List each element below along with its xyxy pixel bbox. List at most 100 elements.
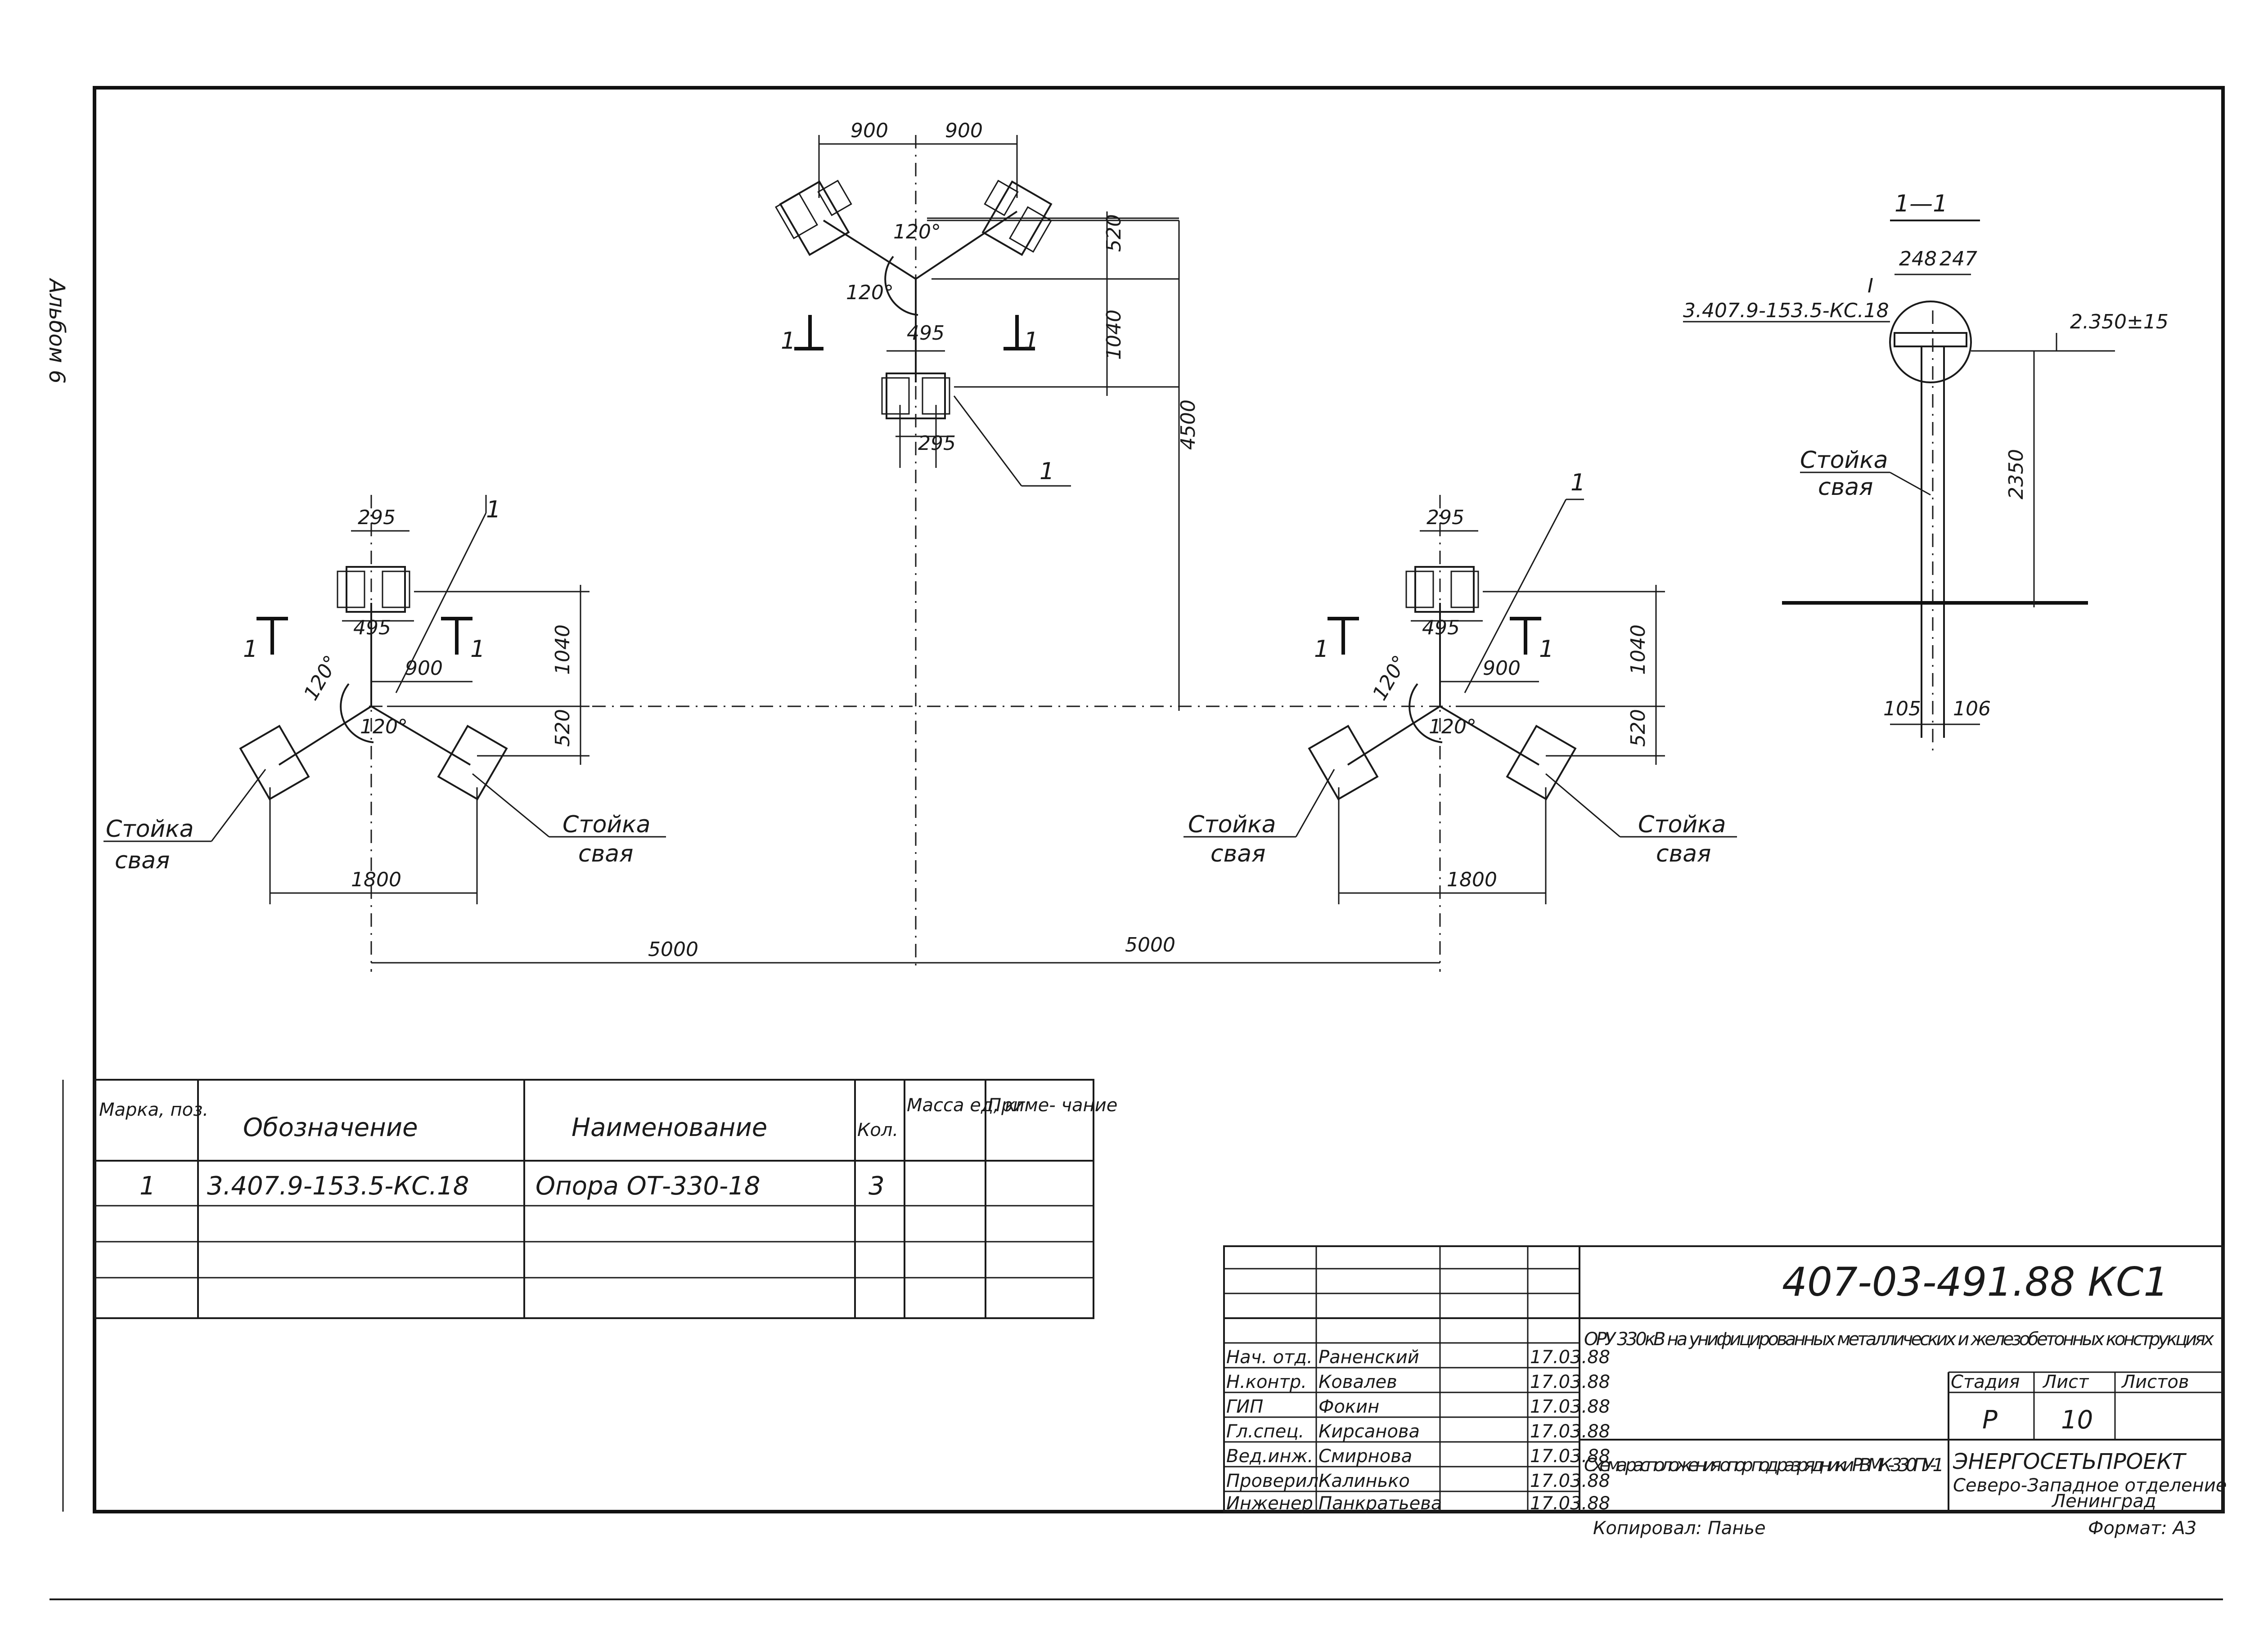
staff-name-1: Раненский	[1318, 1347, 1419, 1368]
dim-900-left: 900	[405, 657, 443, 680]
dim-247: 247	[1940, 247, 1977, 270]
staff-role-6: Проверил	[1226, 1471, 1318, 1491]
spec-header-name: Наименование	[572, 1113, 767, 1142]
insulator-top-right	[981, 180, 1053, 256]
staff-role-5: Вед.инж.	[1226, 1446, 1313, 1467]
dim-295-right: 295	[1426, 506, 1464, 529]
dim-2350: 2350	[2005, 449, 2028, 499]
section-mark-right-r: 1	[1539, 636, 1554, 663]
insulator-top-bottom	[881, 373, 950, 419]
section-mark-left-r: 1	[470, 636, 485, 663]
staff-role-3: ГИП	[1226, 1396, 1263, 1417]
dim-105: 105	[1883, 697, 1921, 720]
staff-name-7: Панкратьева	[1318, 1493, 1442, 1514]
insulator-left-top	[337, 566, 410, 613]
copied-by: Копировал: Панье	[1593, 1518, 1766, 1539]
title-block: 407-03-491.88 КС1 ОРУ 330кВ на унифициро…	[1223, 1245, 2227, 1514]
spec-header-note: Приме- чание	[988, 1095, 1117, 1116]
sheet-header: Лист	[2042, 1372, 2089, 1392]
staff-role-2: Н.контр.	[1226, 1372, 1307, 1392]
dim-5000-right: 5000	[1125, 934, 1175, 956]
project-name: ОРУ 330кВ на унифицированных металлическ…	[1584, 1329, 2214, 1350]
dim-1800-right: 1800	[1447, 868, 1497, 891]
angle-top-1: 120°	[893, 220, 941, 243]
spec-header-mass: Масса ед, кг	[907, 1095, 1026, 1116]
insulator-right-lower-right	[1506, 724, 1577, 801]
spec-header-mark: Марка, поз.	[99, 1100, 208, 1120]
doc-code: 407-03-491.88 КС1	[1782, 1259, 2169, 1305]
drawing-name: Схема расположения опор под разрядники Р…	[1584, 1455, 1944, 1476]
section-mark-right-top: 1	[1024, 328, 1039, 355]
spec-row-mark: 1	[140, 1172, 156, 1201]
angle-right-2: 120°	[1429, 715, 1476, 738]
dim-495-right: 495	[1422, 616, 1460, 639]
staff-date-4: 17.03.88	[1530, 1421, 1610, 1442]
staff-name-2: Ковалев	[1318, 1372, 1397, 1392]
staff-date-1: 17.03.88	[1530, 1347, 1610, 1368]
leader-mark-left: 1	[486, 496, 501, 523]
section-mark-left-l: 1	[243, 636, 258, 663]
spec-table: Марка, поз. Обозначение Наименование Кол…	[94, 1079, 1117, 1319]
spec-row-designation: 3.407.9-153.5-КС.18	[207, 1172, 469, 1201]
angle-right-1: 120°	[1368, 651, 1412, 704]
dim-495-left: 495	[353, 616, 391, 639]
label-stoika-mid: Стойка	[562, 811, 650, 838]
ref-mark: I	[1868, 274, 1873, 297]
sheet-value: 10	[2061, 1405, 2093, 1435]
dim-295-left: 295	[358, 506, 396, 529]
dim-520-top: 520	[1102, 214, 1125, 252]
drawing-frame	[93, 86, 2225, 1513]
angle-top-2: 120°	[846, 281, 894, 304]
staff-date-5: 17.03.88	[1530, 1446, 1610, 1467]
insulator-left-lower-right	[437, 724, 508, 801]
label-svaya-r2: свая	[1656, 840, 1711, 867]
top-support-group: 900 900 120° 120° 520 1040 4500 495 295 …	[369, 119, 1530, 972]
staff-date-2: 17.03.88	[1530, 1372, 1610, 1392]
org-branch: Северо-Западное отделение	[1953, 1475, 2227, 1496]
dim-1040-left: 1040	[551, 624, 574, 675]
angle-left-1: 120°	[299, 651, 343, 704]
dim-5000-left: 5000	[648, 938, 698, 961]
spec-row-name: Опора ОТ-330-18	[536, 1172, 760, 1201]
format-label: Формат: А3	[2088, 1518, 2196, 1539]
left-support-group: 295 495 900 120° 120° 1040 520 1800 1 1 …	[104, 495, 666, 972]
staff-role-7: Инженер	[1226, 1493, 1313, 1514]
dim-106: 106	[1953, 697, 1991, 720]
margin-note: Альбом 6	[44, 278, 69, 384]
spec-row-qty: 3	[868, 1172, 885, 1201]
staff-name-6: Калинько	[1318, 1471, 1410, 1491]
stage-header: Стадия	[1951, 1372, 2020, 1392]
staff-date-7: 17.03.88	[1530, 1493, 1610, 1514]
right-support-group: 295 495 900 120° 120° 1040 520 1800 1 1 …	[1184, 469, 1737, 972]
staff-name-3: Фокин	[1318, 1396, 1379, 1417]
dim-520-right: 520	[1627, 709, 1650, 747]
dim-1040-top: 1040	[1102, 310, 1125, 360]
insulator-right-top	[1405, 566, 1479, 613]
dim-900-top-right: 900	[945, 119, 983, 142]
section-mark-left-top: 1	[781, 328, 796, 355]
label-stoika-r1: Стойка	[1188, 811, 1276, 838]
dim-1800-left: 1800	[351, 868, 401, 891]
label-svaya-left: свая	[115, 847, 170, 874]
label-svaya-mid: свая	[578, 840, 633, 867]
section-title: 1—1	[1894, 190, 1948, 217]
dim-495-top: 495	[907, 322, 945, 345]
insulator-left-lower-left	[239, 724, 310, 801]
label-stoika-section: Стойка	[1800, 447, 1888, 474]
dim-900-right: 900	[1483, 657, 1521, 680]
staff-role-4: Гл.спец.	[1226, 1421, 1304, 1442]
section-mark-right-l: 1	[1314, 636, 1329, 663]
dim-520-left: 520	[551, 709, 574, 747]
section-1-1: 1—1 248 247 I 3.407.9-153.5-КС.18 2.350±…	[1683, 190, 2169, 756]
label-svaya-section: свая	[1818, 474, 1873, 501]
dim-900-top-left: 900	[850, 119, 888, 142]
label-stoika-r2: Стойка	[1638, 811, 1726, 838]
staff-date-3: 17.03.88	[1530, 1396, 1610, 1417]
leader-mark-right: 1	[1570, 469, 1585, 496]
label-svaya-r1: свая	[1210, 840, 1265, 867]
spec-header-qty: Кол.	[857, 1120, 898, 1140]
leader-mark-top: 1	[1040, 458, 1054, 485]
dim-4500: 4500	[1177, 400, 1200, 450]
dim-295-top: 295	[918, 432, 956, 455]
